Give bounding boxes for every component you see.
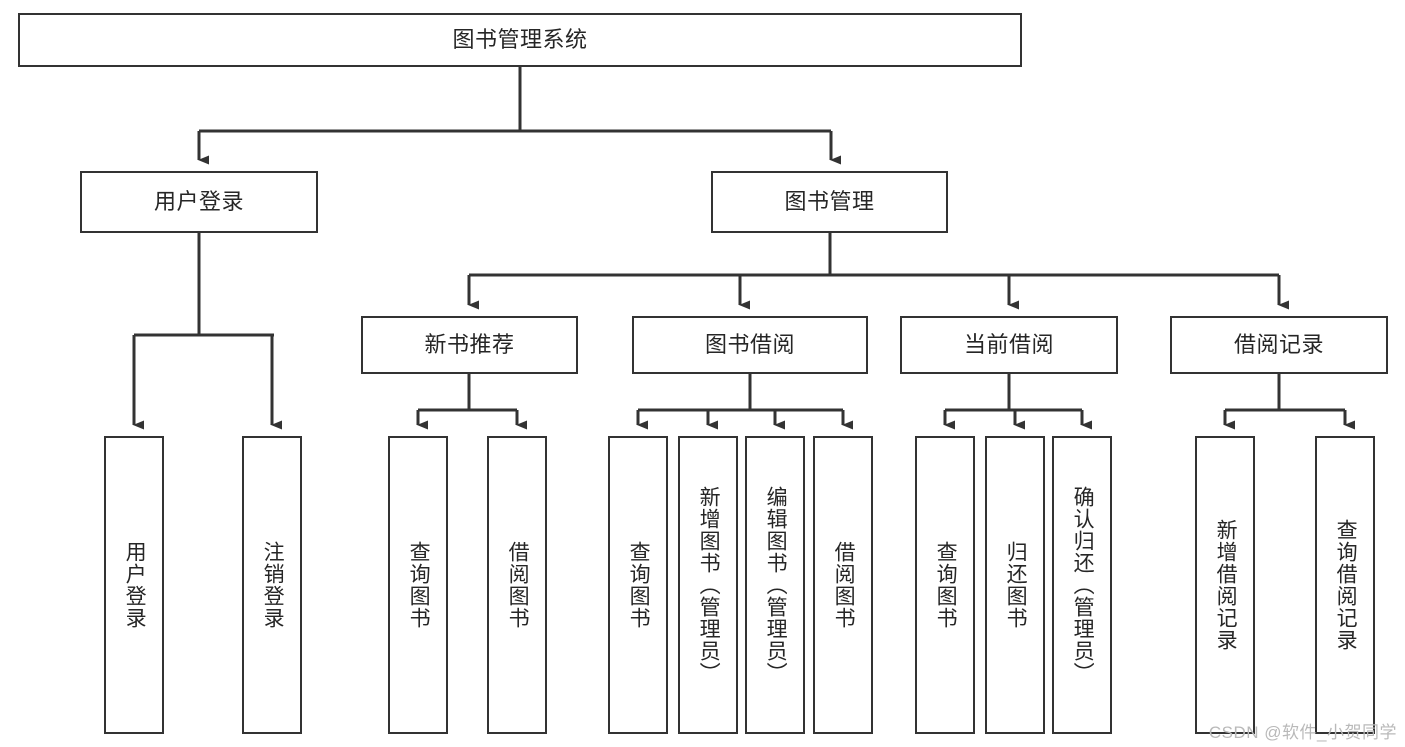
node-current-borrow[interactable]: 当前借阅 (900, 316, 1118, 374)
node-label: 借阅图书 (506, 541, 530, 629)
node-leaf-logout[interactable]: 注销登录 (242, 436, 302, 734)
node-label: 借阅记录 (1233, 331, 1324, 357)
node-leaf-add-borrow-record[interactable]: 新增借阅记录 (1195, 436, 1255, 734)
node-leaf-query-borrow-record[interactable]: 查询借阅记录 (1315, 436, 1375, 734)
node-leaf-borrow-book[interactable]: 借阅图书 (813, 436, 873, 734)
node-label: 当前借阅 (963, 331, 1054, 357)
node-label: 查询借阅记录 (1334, 519, 1358, 651)
node-leaf-borrow-book-rec[interactable]: 借阅图书 (487, 436, 547, 734)
node-label: 借阅图书 (832, 541, 856, 629)
node-leaf-query-book-current[interactable]: 查询图书 (915, 436, 975, 734)
node-label: 图书管理系统 (452, 26, 588, 52)
node-book-borrow[interactable]: 图书借阅 (632, 316, 868, 374)
node-leaf-confirm-return-admin[interactable]: 确认归还（管理员） (1052, 436, 1112, 734)
node-label: 新增借阅记录 (1214, 519, 1238, 651)
node-label: 图书管理 (784, 188, 875, 214)
node-label: 确认归还（管理员） (1071, 486, 1095, 684)
node-label: 新增图书（管理员） (697, 486, 721, 684)
node-leaf-return-book[interactable]: 归还图书 (985, 436, 1045, 734)
node-label: 编辑图书（管理员） (764, 486, 788, 684)
csdn-watermark: CSDN @软件_小贺同学 (1208, 723, 1397, 742)
node-leaf-query-book-rec[interactable]: 查询图书 (388, 436, 448, 734)
node-borrow-record[interactable]: 借阅记录 (1170, 316, 1388, 374)
node-leaf-add-book-admin[interactable]: 新增图书（管理员） (678, 436, 738, 734)
node-leaf-edit-book-admin[interactable]: 编辑图书（管理员） (745, 436, 805, 734)
node-label: 查询图书 (407, 541, 431, 629)
node-label: 归还图书 (1004, 541, 1028, 629)
node-label: 用户登录 (153, 188, 244, 214)
node-label: 查询图书 (934, 541, 958, 629)
node-root-system[interactable]: 图书管理系统 (18, 13, 1022, 67)
node-book-manage[interactable]: 图书管理 (711, 171, 948, 233)
node-label: 新书推荐 (424, 331, 515, 357)
node-label: 查询图书 (627, 541, 651, 629)
node-leaf-user-login[interactable]: 用户登录 (104, 436, 164, 734)
node-user-login[interactable]: 用户登录 (80, 171, 318, 233)
node-label: 注销登录 (261, 541, 285, 629)
node-label: 用户登录 (123, 541, 147, 629)
node-label: 图书借阅 (704, 331, 795, 357)
node-new-book-recommend[interactable]: 新书推荐 (361, 316, 578, 374)
node-leaf-query-book-borrow[interactable]: 查询图书 (608, 436, 668, 734)
